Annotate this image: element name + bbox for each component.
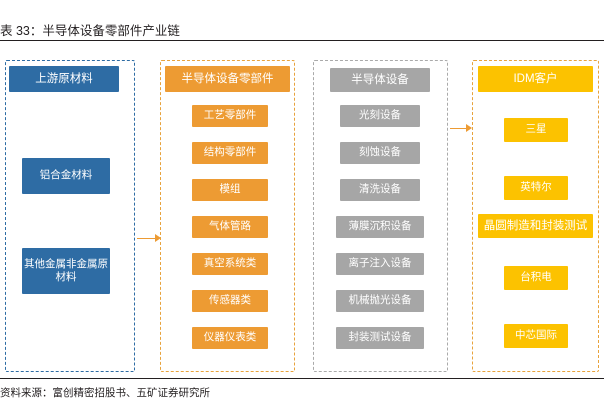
box-components-6: 仪器仪表类 <box>192 327 268 349</box>
page-title: 表 33：半导体设备零部件产业链 <box>0 24 180 38</box>
group-equipment <box>313 60 448 372</box>
box-components-5: 传感器类 <box>192 290 268 312</box>
box-components-4: 真空系统类 <box>192 253 268 275</box>
arrow-equipment-to-idm-line <box>450 128 468 129</box>
box-upstream-1: 其他金属非金属原材料 <box>22 248 110 294</box>
source-divider <box>0 378 604 379</box>
group-idm <box>472 60 599 372</box>
box-components-1: 结构零部件 <box>192 142 268 164</box>
title-divider <box>0 40 604 41</box>
box-equipment-1: 刻蚀设备 <box>340 142 420 164</box>
group-upstream <box>5 60 135 372</box>
box-equipment-4: 离子注入设备 <box>336 253 424 275</box>
box-idm-2: 晶圆制造和封装测试 <box>478 214 593 238</box>
column-header-equipment: 半导体设备 <box>330 68 430 92</box>
box-equipment-5: 机械抛光设备 <box>336 290 424 312</box>
arrow-upstream-to-components-head <box>155 234 161 242</box>
box-idm-0: 三星 <box>504 118 568 142</box>
box-idm-4: 中芯国际 <box>504 324 568 348</box>
arrow-equipment-to-idm-head <box>466 124 472 132</box>
box-components-0: 工艺零部件 <box>192 105 268 127</box>
box-equipment-3: 薄膜沉积设备 <box>336 216 424 238</box>
arrow-upstream-to-components-line <box>137 238 157 239</box>
box-equipment-2: 清洗设备 <box>340 179 420 201</box>
box-idm-1: 英特尔 <box>504 176 568 200</box>
box-components-2: 模组 <box>192 179 268 201</box>
column-header-idm: IDM客户 <box>478 66 593 92</box>
column-header-upstream: 上游原材料 <box>9 66 119 92</box>
box-equipment-6: 封装测试设备 <box>336 327 424 349</box>
source-note: 资料来源：富创精密招股书、五矿证券研究所 <box>0 387 210 399</box>
box-components-3: 气体管路 <box>192 216 268 238</box>
column-header-components: 半导体设备零部件 <box>165 66 290 92</box>
box-idm-3: 台积电 <box>504 266 568 290</box>
group-components <box>160 60 295 372</box>
box-equipment-0: 光刻设备 <box>340 105 420 127</box>
box-upstream-0: 铝合金材料 <box>22 158 110 194</box>
